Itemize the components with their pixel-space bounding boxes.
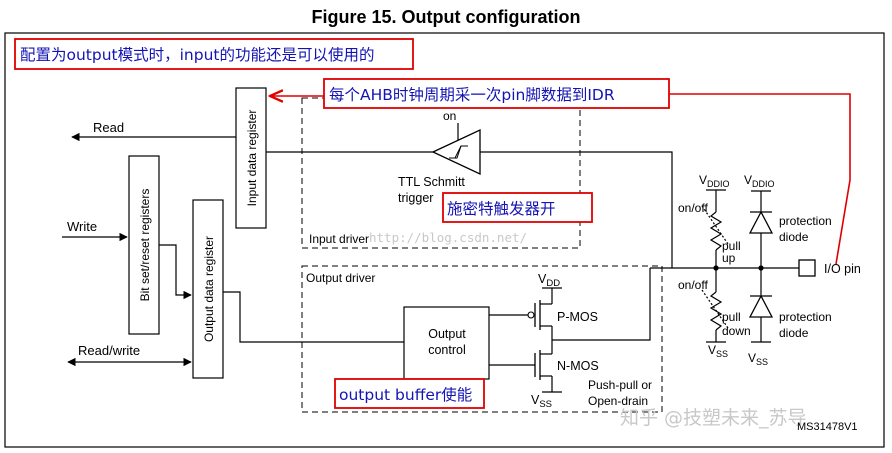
zhihu-watermark: 知乎 @技塑未来_苏导 xyxy=(620,407,807,429)
idr-note-pin-leader xyxy=(669,93,851,265)
vss-diode-label: VSS xyxy=(748,351,768,367)
on-off-label-2: on/off xyxy=(678,278,708,292)
pmos-label: P-MOS xyxy=(557,310,598,324)
vddio-pull-label: VDDIO xyxy=(699,173,730,189)
write-label: Write xyxy=(67,219,97,234)
blog-watermark: http://blog.csdn.net/ xyxy=(369,230,527,245)
pin-to-schmitt-line xyxy=(480,151,673,268)
buffer-note-text: output buffer使能 xyxy=(339,386,472,404)
schmitt-note-box xyxy=(442,192,593,223)
nmos-label: N-MOS xyxy=(557,359,599,373)
pmos-gate-bubble xyxy=(527,311,535,319)
input-data-register-block xyxy=(235,87,267,229)
on-off-label-1: on/off xyxy=(678,201,708,215)
hysteresis-icon-2 xyxy=(454,145,462,159)
schmitt-note-text: 施密特触发器开 xyxy=(447,200,556,218)
pull-up-resistor xyxy=(701,189,729,268)
output-driver-region xyxy=(301,265,663,413)
io-pin-label: I/O pin xyxy=(824,262,861,276)
output-control-label-2: control xyxy=(428,343,466,357)
protection-label-2a: protection xyxy=(779,310,832,324)
top-note-box xyxy=(14,38,414,70)
input-driver-region xyxy=(301,97,581,249)
pull-down-resistor xyxy=(701,268,729,343)
schmitt-trigger-symbol xyxy=(431,128,481,176)
protection-label-2b: diode xyxy=(779,326,809,340)
bsrr-to-odr-arrow xyxy=(159,244,192,300)
io-pin-pad xyxy=(798,259,816,277)
figure-title: Figure 15. Output configuration xyxy=(312,7,581,27)
idr-note-box xyxy=(323,78,670,109)
vdd-label: VDD xyxy=(538,272,560,289)
protection-label-1a: protection xyxy=(779,214,832,228)
top-note-text: 配置为output模式时，input的功能还是可以使用的 xyxy=(20,46,375,64)
schmitt-on-label: on xyxy=(443,109,456,123)
buffer-note-box xyxy=(334,378,485,409)
vddio-diode-label: VDDIO xyxy=(744,173,775,189)
vss-label: VSS xyxy=(531,393,552,410)
ttl-label-2: trigger xyxy=(398,191,433,205)
output-data-register-block xyxy=(192,199,224,379)
odr-to-control-line xyxy=(223,291,404,343)
hysteresis-icon xyxy=(449,145,468,159)
vss-pull-label: VSS xyxy=(708,343,728,359)
read-write-label: Read/write xyxy=(78,343,140,358)
output-control-label-1: Output xyxy=(428,327,466,341)
protection-diode-lower xyxy=(748,268,774,343)
output-control-block xyxy=(403,306,490,380)
push-pull-label-1: Push-pull or xyxy=(588,378,652,392)
read-label: Read xyxy=(93,120,124,135)
push-pull-label-2: Open-drain xyxy=(588,394,648,408)
input-data-register-label: Input data register xyxy=(245,110,259,207)
output-data-register-label: Output data register xyxy=(202,236,216,342)
protection-label-1b: diode xyxy=(779,230,809,244)
pull-up-label-1: pull xyxy=(722,239,741,253)
output-driver-label: Output driver xyxy=(306,271,375,285)
bit-set-reset-label: Bit set/reset registers xyxy=(138,189,152,302)
figure-ref-code: MS31478V1 xyxy=(797,421,858,433)
pull-down-label-2: down xyxy=(722,324,751,338)
output-to-bus-line xyxy=(552,268,651,341)
input-driver-label: Input driver xyxy=(309,232,369,246)
pull-down-label-1: pull xyxy=(722,310,741,324)
protection-diode-upper xyxy=(748,190,774,268)
ttl-label-1: TTL Schmitt xyxy=(398,175,465,189)
idr-note-text: 每个AHB时钟周期采一次pin脚数据到IDR xyxy=(329,86,615,104)
figure-frame xyxy=(4,32,885,448)
pull-up-label-2: up xyxy=(722,251,736,265)
nmos-transistor xyxy=(534,350,562,393)
